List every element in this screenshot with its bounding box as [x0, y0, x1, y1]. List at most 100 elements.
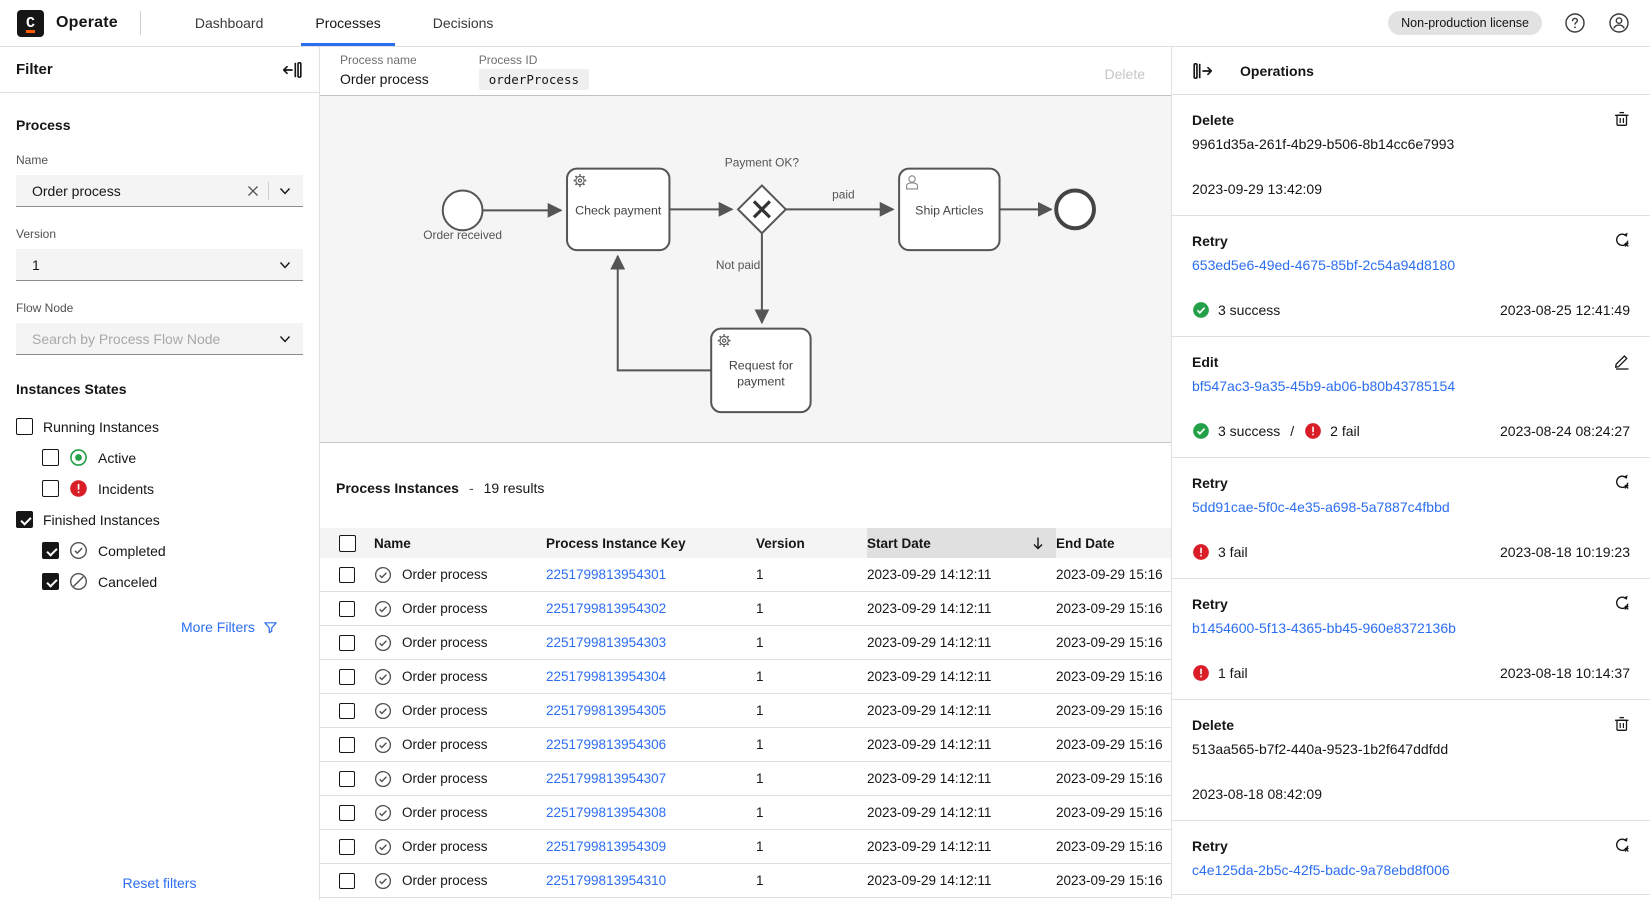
flow-node-select[interactable]: Search by Process Flow Node [16, 323, 303, 355]
retry-operation-icon[interactable] [1612, 593, 1632, 613]
checkbox-incidents[interactable] [42, 480, 59, 497]
operation-id-link[interactable]: c4e125da-2b5c-42f5-badc-9a78ebd8f006 [1192, 862, 1630, 878]
exclusive-gateway-payment-ok[interactable]: Payment OK? [725, 156, 800, 234]
clear-selection-icon[interactable] [244, 182, 262, 200]
start-date-cell: 2023-09-29 14:12:11 [867, 805, 1056, 820]
svg-text:Check payment: Check payment [575, 203, 662, 217]
task-ship-articles[interactable]: Ship Articles [899, 169, 999, 251]
tab-processes[interactable]: Processes [289, 0, 406, 46]
version-select[interactable]: 1 [16, 249, 303, 281]
operation-id-link[interactable]: bf547ac3-9a35-45b9-ab06-b80b43785154 [1192, 378, 1630, 394]
chevron-down-icon[interactable] [277, 183, 293, 199]
license-badge: Non-production license [1388, 11, 1542, 35]
flow-node-field-label: Flow Node [16, 301, 303, 315]
state-label: Canceled [98, 574, 157, 590]
row-checkbox[interactable] [339, 873, 355, 889]
edit-operation-icon[interactable] [1612, 351, 1632, 371]
svg-text:Request for: Request for [729, 358, 793, 372]
instance-state-checkbox-list: Running InstancesActiveIncidentsFinished… [16, 411, 303, 597]
delete-process-button[interactable]: Delete [1095, 60, 1155, 88]
process-instance-key-link[interactable]: 2251799813954301 [546, 567, 666, 582]
process-name-value: Order process [32, 183, 244, 199]
operation-id-link[interactable]: b1454600-5f13-4365-bb45-960e8372136b [1192, 620, 1630, 636]
process-instance-key-link[interactable]: 2251799813954308 [546, 805, 666, 820]
process-instance-key-link[interactable]: 2251799813954309 [546, 839, 666, 854]
user-profile-icon[interactable] [1608, 12, 1630, 34]
column-header-end-date[interactable]: End Date [1056, 528, 1171, 558]
operation-id-link[interactable]: 653ed5e6-49ed-4675-85bf-2c54a94d8180 [1192, 257, 1630, 273]
checkbox-running-instances[interactable] [16, 418, 33, 435]
operation-entry-delete: Delete513aa565-b7f2-440a-9523-1b2f647ddf… [1172, 700, 1650, 821]
instance-name: Order process [402, 771, 488, 786]
row-checkbox[interactable] [339, 601, 355, 617]
retry-operation-icon[interactable] [1612, 835, 1632, 855]
collapse-panel-left-icon[interactable] [281, 59, 303, 81]
checkbox-finished-instances[interactable] [16, 511, 33, 528]
bpmn-diagram[interactable]: Order received Check payment [320, 95, 1171, 443]
column-header-name[interactable]: Name [374, 528, 546, 558]
instance-name: Order process [402, 669, 488, 684]
operation-type: Retry [1192, 838, 1630, 854]
process-instance-key-link[interactable]: 2251799813954305 [546, 703, 666, 718]
column-header-start-date[interactable]: Start Date [867, 528, 1056, 558]
trash-operation-icon[interactable] [1612, 714, 1632, 734]
chevron-down-icon[interactable] [277, 257, 293, 273]
row-checkbox[interactable] [339, 805, 355, 821]
version-value: 1 [32, 257, 277, 273]
process-name-combobox[interactable]: Order process [16, 175, 303, 207]
start-event-order-received[interactable]: Order received [423, 190, 502, 242]
column-header-version[interactable]: Version [756, 528, 867, 558]
tab-decisions[interactable]: Decisions [407, 0, 520, 46]
results-count: 19 results [484, 480, 545, 496]
process-instance-key-link[interactable]: 2251799813954303 [546, 635, 666, 650]
column-header-process-instance-key[interactable]: Process Instance Key [546, 528, 756, 558]
task-check-payment[interactable]: Check payment [567, 169, 669, 251]
row-checkbox[interactable] [339, 635, 355, 651]
start-date-cell: 2023-09-29 14:12:11 [867, 601, 1056, 616]
edge-label-paid: paid [832, 187, 855, 201]
version-cell: 1 [756, 601, 867, 616]
version-cell: 1 [756, 567, 867, 582]
row-checkbox[interactable] [339, 567, 355, 583]
row-checkbox[interactable] [339, 669, 355, 685]
operation-entry-retry: Retryb1454600-5f13-4365-bb45-960e8372136… [1172, 579, 1650, 700]
end-date-cell: 2023-09-29 15:16 [1056, 805, 1171, 820]
fail-count: 1 fail [1218, 665, 1248, 681]
checkbox-canceled[interactable] [42, 573, 59, 590]
app-title: Operate [56, 14, 118, 32]
process-instance-key-link[interactable]: 2251799813954304 [546, 669, 666, 684]
help-icon[interactable] [1564, 12, 1586, 34]
instance-completed-icon [374, 804, 392, 822]
row-checkbox[interactable] [339, 703, 355, 719]
trash-operation-icon[interactable] [1612, 109, 1632, 129]
process-instance-key-link[interactable]: 2251799813954306 [546, 737, 666, 752]
fail-count: 3 fail [1218, 544, 1248, 560]
instance-completed-icon [374, 872, 392, 890]
retry-operation-icon[interactable] [1612, 472, 1632, 492]
row-checkbox[interactable] [339, 839, 355, 855]
end-event[interactable] [1056, 190, 1094, 228]
more-filters-button[interactable]: More Filters [181, 619, 303, 635]
checkbox-active[interactable] [42, 449, 59, 466]
start-date-cell: 2023-09-29 14:12:11 [867, 635, 1056, 650]
state-label: Incidents [98, 481, 154, 497]
collapse-panel-right-icon[interactable] [1192, 60, 1214, 82]
process-instance-key-link[interactable]: 2251799813954302 [546, 601, 666, 616]
operation-entry-delete: Delete9961d35a-261f-4b29-b506-8b14cc6e79… [1172, 95, 1650, 216]
process-instance-key-link[interactable]: 2251799813954307 [546, 771, 666, 786]
instance-name: Order process [402, 873, 488, 888]
instance-completed-icon [374, 702, 392, 720]
select-all-checkbox[interactable] [339, 535, 356, 552]
operation-timestamp: 2023-08-18 10:14:37 [1500, 665, 1630, 681]
retry-operation-icon[interactable] [1612, 230, 1632, 250]
task-request-for-payment[interactable]: Request for payment [711, 329, 810, 413]
process-instance-key-link[interactable]: 2251799813954310 [546, 873, 666, 888]
operation-id-link[interactable]: 5dd91cae-5f0c-4e35-a698-5a7887c4fbbd [1192, 499, 1630, 515]
reset-filters-link[interactable]: Reset filters [0, 875, 319, 891]
row-checkbox[interactable] [339, 771, 355, 787]
state-filter-running-instances: Running Instances [16, 411, 303, 442]
chevron-down-icon[interactable] [277, 331, 293, 347]
row-checkbox[interactable] [339, 737, 355, 753]
checkbox-completed[interactable] [42, 542, 59, 559]
tab-dashboard[interactable]: Dashboard [169, 0, 290, 46]
